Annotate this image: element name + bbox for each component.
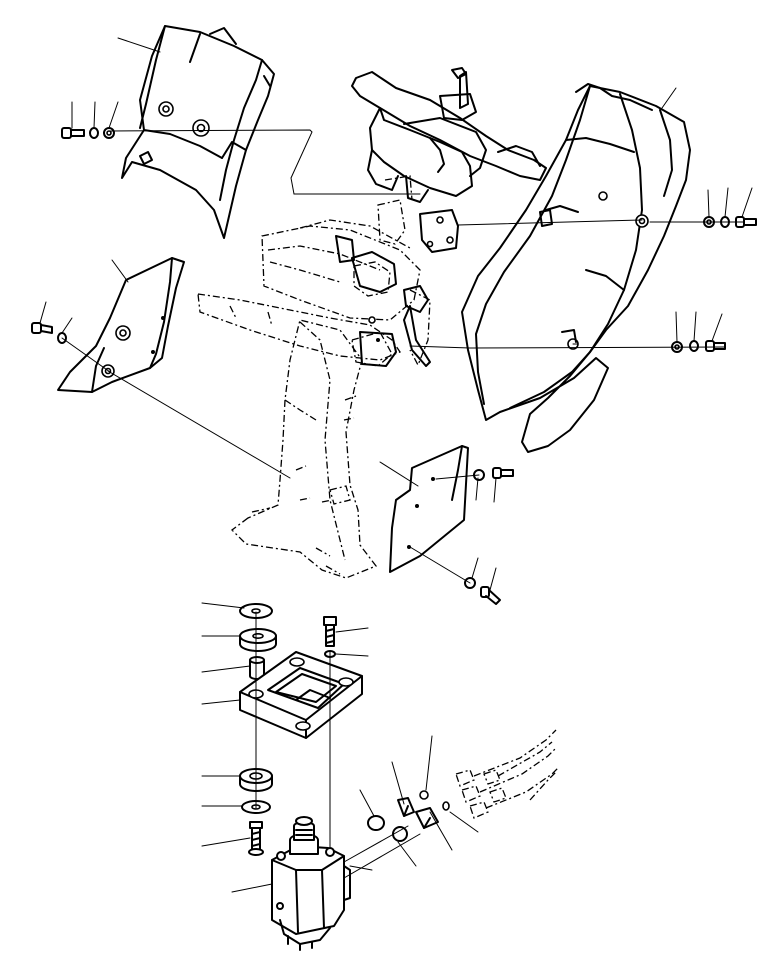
- screw-set-plate-upper: [473, 467, 514, 481]
- lower-right-plate: [389, 445, 469, 573]
- steering-column-frame: [197, 175, 431, 579]
- right-large-cover: [461, 83, 691, 453]
- screw-set-right-middle: [671, 340, 726, 353]
- steering-unit: [271, 816, 351, 951]
- bolt-lower-left: [248, 821, 264, 856]
- washer-stack: [239, 603, 277, 680]
- leader-lines-upper: [39, 37, 753, 591]
- screw-set-plate-lower: [464, 577, 501, 605]
- fitting-upper: [367, 790, 429, 831]
- leader-lines-lower: [201, 602, 479, 893]
- screw-set-left: [31, 322, 67, 344]
- upper-cover: [121, 25, 275, 239]
- column-head: [335, 67, 547, 367]
- left-bracket-panel: [57, 257, 185, 393]
- assembly-lines-lower: [255, 611, 421, 879]
- assembly-lines-upper: [61, 129, 745, 584]
- screw-set-top-left: [61, 127, 115, 139]
- mounting-plate: [239, 651, 363, 739]
- hose-assembly: [455, 729, 559, 819]
- bolt-upper-right: [323, 616, 337, 658]
